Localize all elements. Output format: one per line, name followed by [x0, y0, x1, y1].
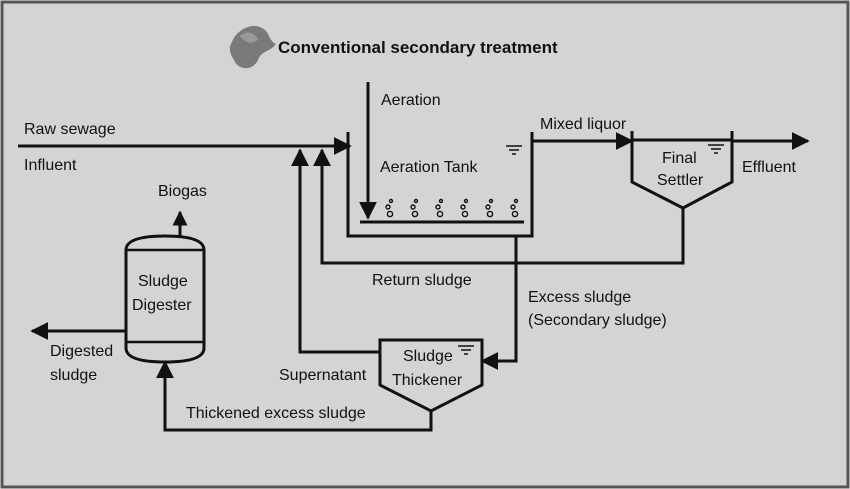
- thickened-sludge-label: Thickened excess sludge: [186, 405, 366, 422]
- effluent-label: Effluent: [742, 159, 797, 176]
- sludge-thickener: [378, 338, 484, 413]
- sludge-thickener-label-2: Thickener: [392, 372, 463, 389]
- diagram-title: Conventional secondary treatment: [278, 38, 558, 57]
- aeration-label: Aeration: [381, 92, 441, 109]
- water-level-icon: [708, 144, 724, 154]
- excess-sludge-line: [480, 236, 518, 370]
- supernatant-label: Supernatant: [279, 367, 367, 384]
- digested-sludge-label-1: Digested: [50, 343, 113, 360]
- biogas-label: Biogas: [158, 183, 207, 200]
- final-settler: [630, 138, 734, 210]
- final-settler-label-1: Final: [662, 150, 697, 167]
- excess-sludge-label-1: Excess sludge: [528, 289, 631, 306]
- sludge-digester-label-1: Sludge: [138, 273, 188, 290]
- sludge-digester: [124, 234, 206, 364]
- aeration-tank-label: Aeration Tank: [380, 159, 479, 176]
- supernatant-line: [291, 148, 380, 354]
- water-level-icon: [506, 145, 522, 155]
- thickened-sludge-line: [156, 360, 433, 432]
- sludge-digester-label-2: Digester: [132, 297, 192, 314]
- logo-icon: [229, 25, 276, 69]
- digested-sludge-label-2: sludge: [50, 367, 97, 384]
- excess-sludge-label-2: (Secondary sludge): [528, 312, 667, 329]
- influent-label: Influent: [24, 157, 77, 174]
- sludge-thickener-label-1: Sludge: [403, 348, 453, 365]
- aeration-tank: [346, 132, 534, 238]
- aeration-bubbles-icon: [385, 198, 519, 218]
- return-sludge-line: [313, 148, 685, 265]
- water-level-icon: [458, 345, 474, 355]
- mixed-liquor-label: Mixed liquor: [540, 116, 627, 133]
- final-settler-label-2: Settler: [657, 172, 704, 189]
- return-sludge-label: Return sludge: [372, 272, 472, 289]
- raw-sewage-label: Raw sewage: [24, 121, 116, 138]
